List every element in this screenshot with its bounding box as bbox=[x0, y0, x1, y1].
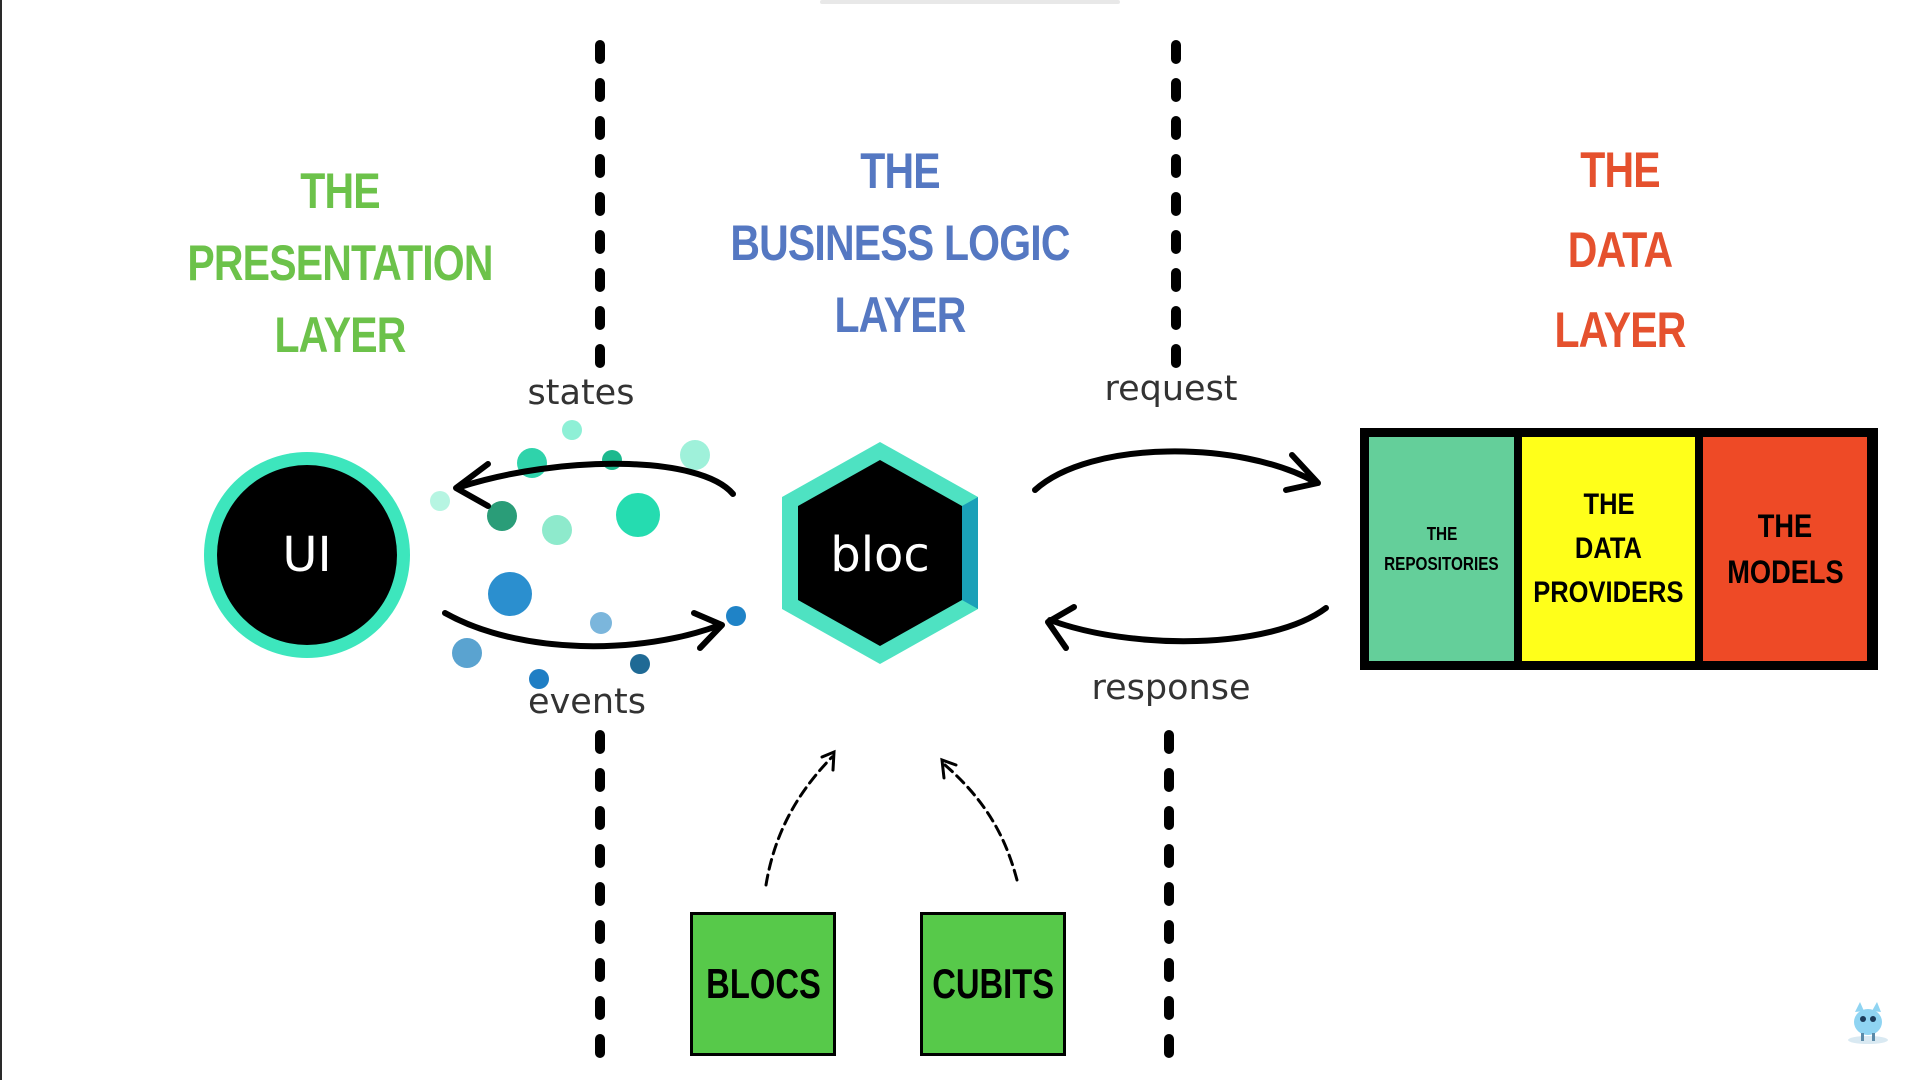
particle-dots bbox=[430, 420, 746, 689]
request-arrow bbox=[1032, 448, 1318, 493]
states-arrowhead bbox=[453, 461, 491, 509]
ui-node bbox=[204, 452, 410, 658]
request-arrowhead bbox=[1283, 452, 1321, 493]
blocs-box: BLOCS bbox=[690, 912, 836, 1056]
events-label: events bbox=[528, 682, 646, 722]
ui-label: UI bbox=[282, 527, 332, 583]
response-arrowhead bbox=[1045, 604, 1077, 651]
data-layer-title: THE DATA LAYER bbox=[1554, 142, 1686, 358]
data-providers-cell: THE DATA PROVIDERS bbox=[1522, 437, 1695, 661]
repositories-cell: THE REPOSITORIES bbox=[1369, 437, 1514, 661]
models-cell: THE MODELS bbox=[1703, 437, 1867, 661]
blocs-arrowhead bbox=[820, 749, 836, 772]
response-arrow bbox=[1047, 605, 1329, 645]
top-shadow bbox=[820, 0, 1120, 4]
bloc-label: bloc bbox=[830, 527, 930, 583]
request-label: request bbox=[1104, 369, 1238, 409]
states-label: states bbox=[527, 373, 635, 413]
events-arrowhead bbox=[691, 610, 725, 651]
presentation-layer-title: THE PRESENTATION LAYER bbox=[187, 163, 493, 363]
data-layer-box: THE REPOSITORIES THE DATA PROVIDERS THE … bbox=[1360, 428, 1878, 670]
cubits-arrowhead bbox=[940, 757, 958, 780]
blocs-dashed-arrow bbox=[764, 755, 834, 887]
cubits-box: CUBITS bbox=[920, 912, 1066, 1056]
cubits-dashed-arrow bbox=[943, 763, 1019, 882]
divider-lines bbox=[595, 40, 1181, 1065]
states-arrow bbox=[457, 460, 736, 497]
window-edge bbox=[0, 0, 2, 1080]
bloc-node bbox=[782, 442, 978, 664]
events-arrow bbox=[442, 610, 723, 650]
response-label: response bbox=[1091, 668, 1251, 708]
mascot-icon bbox=[1848, 1002, 1888, 1044]
business-logic-layer-title: THE BUSINESS LOGIC LAYER bbox=[730, 143, 1070, 343]
